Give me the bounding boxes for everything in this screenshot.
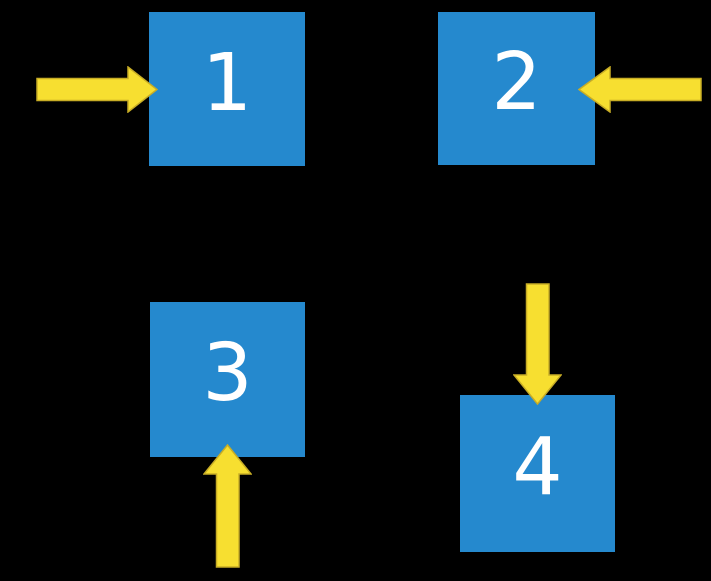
arrow-down-icon [513,283,562,405]
arrow-right-icon [36,66,158,113]
arrow-up-icon [203,444,252,568]
node-square-2: 2 [438,12,595,165]
node-square-3: 3 [150,302,305,457]
node-label-2: 2 [491,36,542,128]
node-label-4: 4 [512,421,563,513]
node-square-4: 4 [460,395,615,552]
node-square-1: 1 [149,12,305,166]
node-label-1: 1 [201,36,253,129]
node-label-3: 3 [202,327,253,419]
arrow-left-icon [578,66,702,113]
